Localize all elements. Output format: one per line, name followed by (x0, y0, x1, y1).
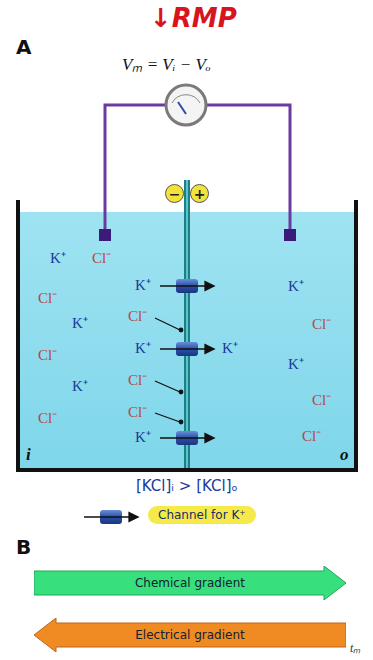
wire (105, 105, 166, 235)
compartment-label: i (26, 446, 31, 465)
blocked-arrow (155, 318, 183, 424)
charge-sign: + (194, 187, 206, 201)
gradient-arrow: Chemical gradient (34, 566, 346, 600)
ion-label: Cl⁻ (92, 250, 111, 267)
panel-letter: A (16, 36, 31, 58)
ion-label: K⁺ (222, 340, 238, 357)
ion-label: Cl⁻ (38, 410, 57, 427)
gradient-label: Electrical gradient (135, 628, 245, 642)
ion-label: Cl⁻ (128, 372, 147, 389)
ion-label: K⁺ (288, 356, 304, 373)
equation: Vₘ = Vᵢ − Vₒ (122, 56, 211, 75)
charge-circle: + (190, 184, 209, 203)
charge-sign: − (169, 187, 181, 201)
panel-letter: B (16, 536, 31, 558)
ion-label: Cl⁻ (312, 316, 331, 333)
ion-label: K⁺ (135, 277, 151, 294)
arrow-outline (34, 566, 346, 600)
ion-label: K⁺ (72, 378, 88, 395)
ion-label: K⁺ (50, 250, 66, 267)
arrow-outline (34, 618, 346, 652)
ion-label: K⁺ (72, 315, 88, 332)
k-channel (160, 342, 214, 356)
legend-text: Channel for K⁺ (148, 506, 256, 524)
membrane (184, 180, 190, 468)
ion-label: K⁺ (135, 429, 151, 446)
electrode (99, 229, 111, 241)
axis-label: tₘ (350, 642, 360, 655)
ion-label: Cl⁻ (128, 308, 147, 325)
wire (206, 105, 290, 235)
compartment-label: o (340, 446, 349, 465)
meter-needle (178, 102, 186, 114)
k-channel (160, 431, 214, 445)
ion-label: K⁺ (288, 278, 304, 295)
charge-circle: − (165, 184, 184, 203)
gradient-arrow: Electrical gradient (34, 618, 346, 652)
ion-label: K⁺ (135, 340, 151, 357)
k-channel (160, 279, 214, 293)
electrode (284, 229, 296, 241)
voltmeter (166, 85, 206, 125)
ion-label: Cl⁻ (312, 392, 331, 409)
gradient-label: Chemical gradient (135, 576, 245, 590)
ion-label: Cl⁻ (302, 428, 321, 445)
ion-label: Cl⁻ (128, 404, 147, 421)
handwritten-note: ↓RMP (150, 4, 237, 33)
legend-channel-icon (84, 510, 138, 524)
ion-label: Cl⁻ (38, 290, 57, 307)
membrane-highlight (186, 180, 188, 468)
concentration-note: [KCl]ᵢ > [KCl]ₒ (136, 478, 238, 495)
ion-label: Cl⁻ (38, 347, 57, 364)
meter-scale (172, 95, 200, 103)
